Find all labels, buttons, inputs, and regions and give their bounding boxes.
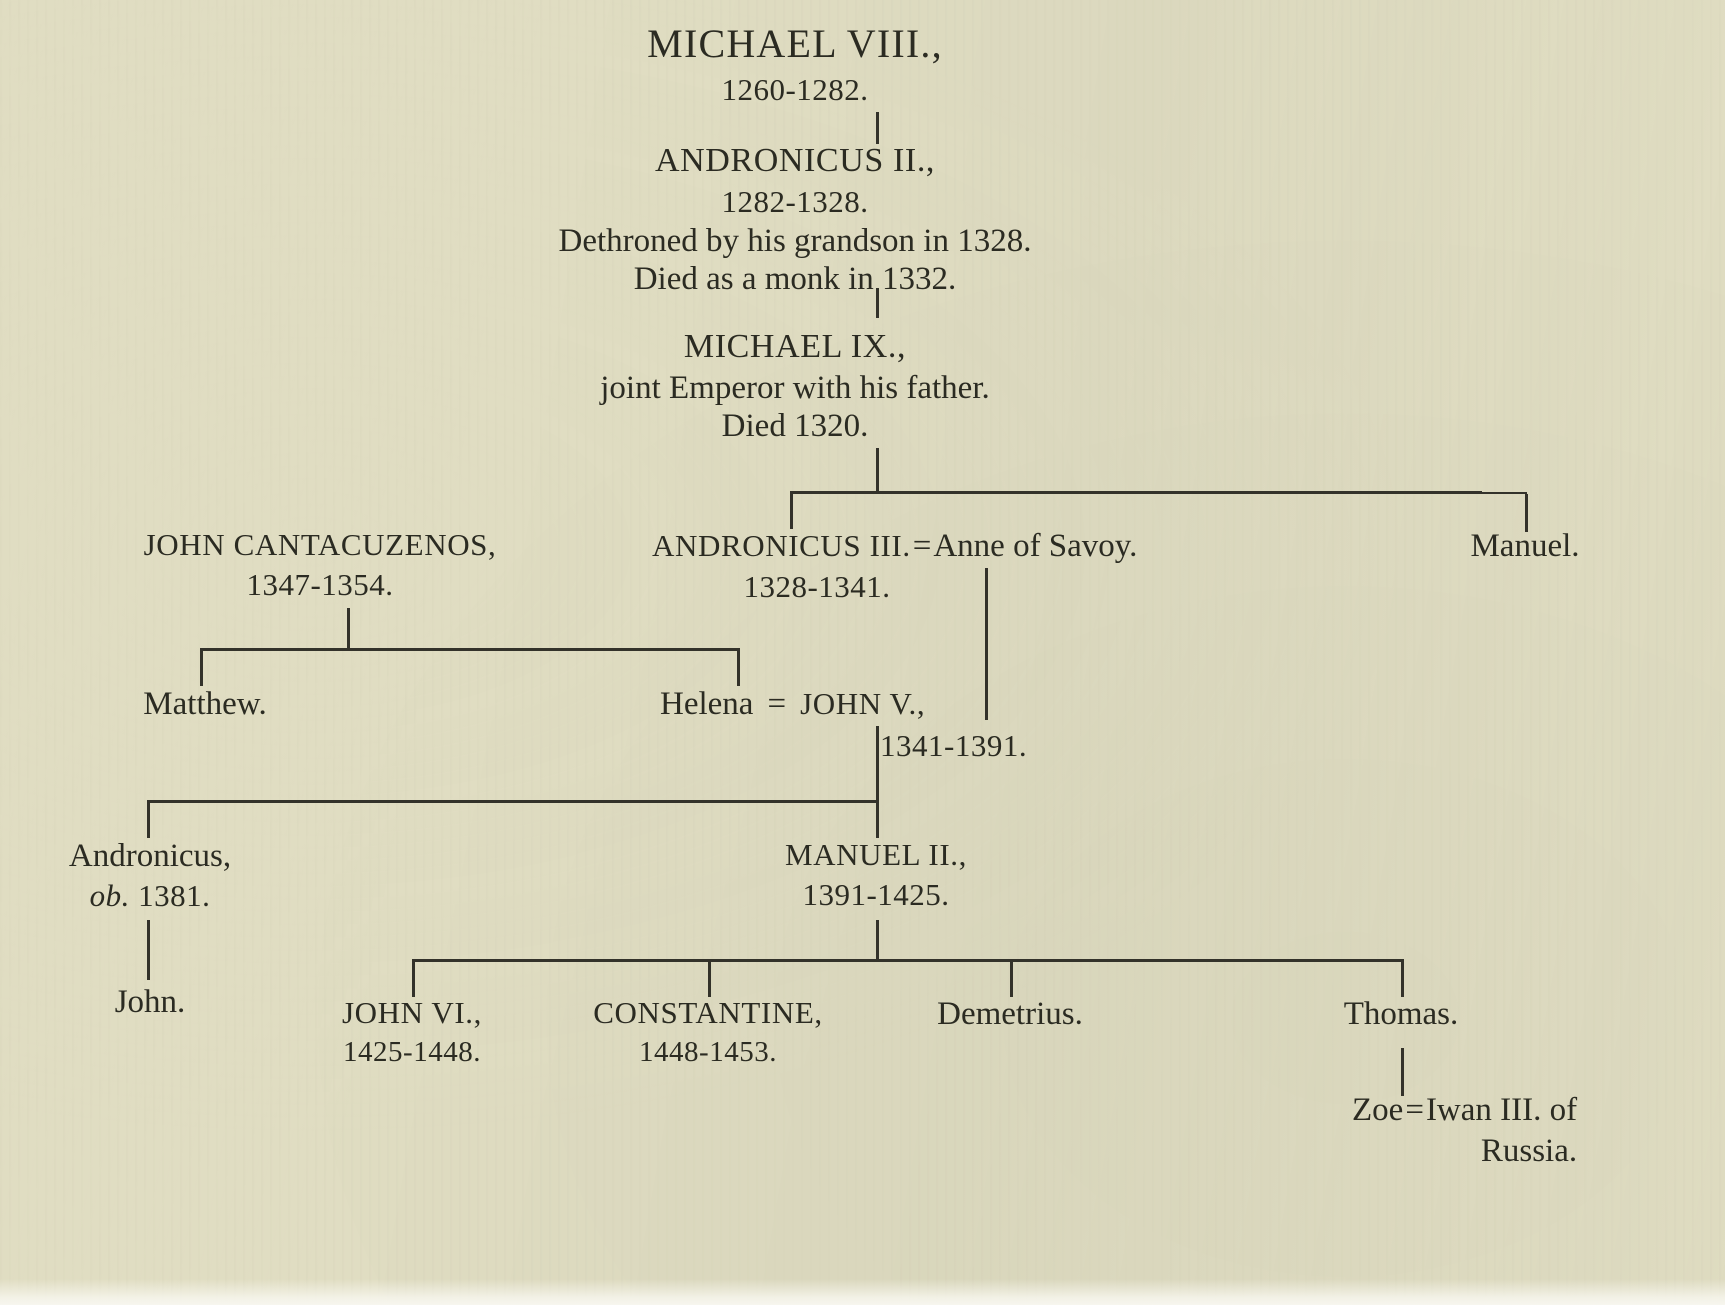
john-v-name: JOHN V.,	[800, 686, 926, 721]
manuel-ii-dates: 1391-1425.	[802, 876, 950, 912]
drop-to-matthew	[200, 648, 203, 686]
node-zoe-iwan-iii: Zoe = Iwan III. of Russia.	[1352, 1092, 1577, 1170]
john-son-name: John.	[114, 984, 186, 1020]
node-andronicus-ob-1381: Andronicus, ob. 1381.	[10, 838, 290, 914]
node-manuel: Manuel.	[1400, 528, 1650, 565]
node-michael-ix: MICHAEL IX., joint Emperor with his fath…	[415, 328, 1175, 445]
drop-to-thomas	[1401, 959, 1404, 997]
node-michael-viii: MICHAEL VIII., 1260-1282.	[415, 21, 1175, 108]
andronicus-ii-name: ANDRONICUS II.,	[654, 142, 936, 179]
node-thomas: Thomas.	[1281, 996, 1521, 1033]
andronicus-ii-note-died: Died as a monk in 1332.	[633, 260, 957, 297]
drop-to-demetrius	[1010, 959, 1013, 997]
drop-to-constantine	[708, 959, 711, 997]
connector-michael8-to-andronicus2	[876, 112, 879, 144]
anne-of-savoy-name: Anne of Savoy.	[933, 528, 1138, 564]
sibling-bar-john-v-children	[147, 800, 877, 803]
marriage-symbol-helena-john: =	[767, 686, 787, 722]
connector-manuel-ii-stem	[876, 920, 879, 962]
john-cantacuzenos-name: JOHN CANTACUZENOS,	[143, 527, 497, 562]
demetrius-name: Demetrius.	[937, 996, 1083, 1032]
node-constantine: CONSTANTINE, 1448-1453.	[528, 995, 888, 1068]
sibling-bar-manuel-ii-children	[412, 959, 1404, 962]
manuel-ii-name: MANUEL II.,	[785, 837, 967, 872]
drop-to-andronicus-ob-1381	[147, 800, 150, 838]
connector-michael9-stem	[876, 448, 879, 492]
andronicus-ob-year: 1381.	[138, 877, 211, 913]
node-demetrius: Demetrius.	[880, 996, 1140, 1033]
matthew-name: Matthew.	[143, 686, 267, 722]
helena-name: Helena	[660, 686, 754, 722]
andronicus-iii-name: ANDRONICUS III.	[652, 528, 911, 563]
connector-cantacuzenos-stem	[347, 608, 350, 650]
sibling-bar-michael9-children	[790, 491, 1482, 494]
sibling-bar-extension-manuel	[1479, 492, 1527, 494]
node-andronicus-ii: ANDRONICUS II., 1282-1328. Dethroned by …	[415, 142, 1175, 298]
drop-to-manuel	[1525, 494, 1528, 532]
connector-andronicus2-to-michael9	[876, 288, 879, 318]
john-vi-dates: 1425-1448.	[343, 1035, 481, 1068]
drop-to-andronicus-iii	[790, 491, 793, 529]
andronicus-iii-dates: 1328-1341.	[743, 568, 891, 604]
andronicus-ob-label: ob.	[89, 877, 130, 913]
drop-to-manuel-ii	[876, 800, 879, 838]
constantine-name: CONSTANTINE,	[593, 995, 823, 1030]
node-manuel-ii: MANUEL II., 1391-1425.	[596, 837, 1156, 912]
thomas-name: Thomas.	[1343, 996, 1459, 1032]
john-vi-name: JOHN VI.,	[341, 995, 483, 1030]
marriage-symbol-andronicus-anne: =	[912, 528, 932, 564]
node-john-son-of-andronicus: John.	[20, 984, 280, 1021]
john-cantacuzenos-dates: 1347-1354.	[246, 566, 394, 602]
drop-to-helena	[737, 648, 740, 686]
michael-ix-note-joint-emperor: joint Emperor with his father.	[600, 370, 990, 407]
drop-to-john-vi	[412, 959, 415, 997]
constantine-dates: 1448-1453.	[639, 1035, 777, 1068]
michael-ix-note-died: Died 1320.	[721, 408, 869, 445]
sibling-bar-cantacuzenos-children	[200, 648, 740, 651]
connector-anne-of-savoy-to-john-v	[985, 568, 988, 720]
manuel-name: Manuel.	[1470, 528, 1580, 564]
michael-ix-name: MICHAEL IX.,	[683, 328, 907, 365]
connector-andronicus-to-john	[147, 920, 150, 980]
iwan-iii-name: Iwan III. of	[1425, 1092, 1578, 1128]
michael-viii-dates: 1260-1282.	[721, 71, 869, 107]
andronicus-ii-note-dethroned: Dethroned by his grandson in 1328.	[558, 222, 1032, 259]
iwan-iii-country: Russia.	[1480, 1132, 1578, 1169]
zoe-name: Zoe	[1352, 1092, 1404, 1128]
node-helena-john-v: Helena = JOHN V., 1341-1391.	[660, 686, 1027, 764]
andronicus-ob-name: Andronicus,	[68, 838, 232, 874]
node-john-cantacuzenos: JOHN CANTACUZENOS, 1347-1354.	[40, 527, 600, 602]
node-matthew: Matthew.	[60, 686, 350, 723]
michael-viii-name: MICHAEL VIII.,	[647, 21, 943, 66]
node-andronicus-iii: ANDRONICUS III. = Anne of Savoy. 1328-13…	[652, 528, 1137, 605]
andronicus-ii-dates: 1282-1328.	[721, 184, 869, 220]
john-v-dates: 1341-1391.	[880, 727, 1028, 763]
connector-john-v-stem	[876, 726, 879, 802]
connector-thomas-to-zoe	[1401, 1048, 1404, 1096]
marriage-symbol-zoe-iwan: =	[1405, 1092, 1424, 1128]
node-john-vi: JOHN VI., 1425-1448.	[272, 995, 552, 1068]
